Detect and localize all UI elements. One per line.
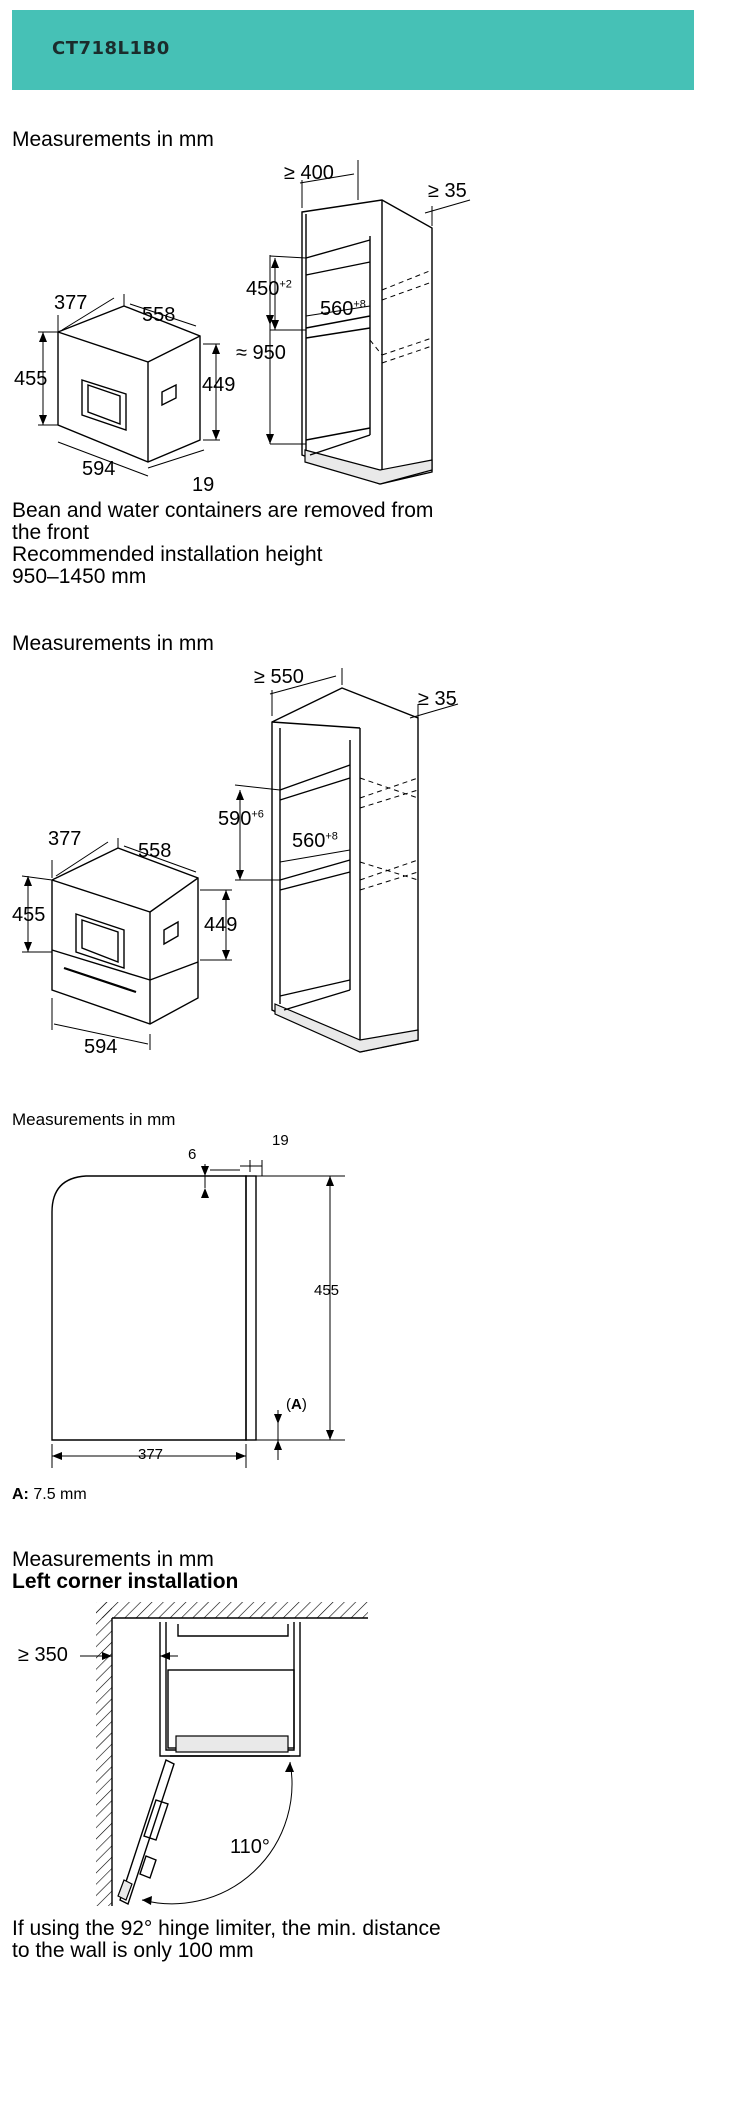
s1-height-total: ≈ 950 [236,342,286,364]
header-bar: CT718L1B0 [12,10,694,90]
section1-cabinet [301,199,433,485]
s3-depth: 377 [138,1446,164,1463]
s3-top-offset: 6 [188,1146,197,1163]
section1-heading: Measurements in mm [12,128,214,151]
section4-open-door [117,1759,175,1905]
s1-device-height: 455 [14,368,48,390]
s1-gap-right: ≥ 35 [428,180,467,202]
s2-gap-right: ≥ 35 [418,688,457,710]
s2-device-height: 455 [12,904,46,926]
s2-device-width-top: 558 [138,840,172,862]
s2-niche-height: 590+6 [218,808,264,830]
s4-note-line: If using the 92° hinge limiter, the min.… [12,1917,441,1940]
s3-footnote-value: 7.5 mm [33,1486,87,1503]
s1-note-line: the front [12,521,90,544]
s4-note: If using the 92° hinge limiter, the min.… [12,1918,441,1962]
section4-appliance-top-view [159,1622,301,1757]
section4-subheading: Left corner installation [12,1570,239,1593]
s1-note-line: 950–1450 mm [12,565,147,588]
s2-device-width: 594 [84,1036,118,1058]
s1-note-line: Recommended installation height [12,543,323,566]
s1-niche-height: 450+2 [246,278,292,300]
s1-device-width-top: 558 [142,304,176,326]
s1-device-body-height: 449 [202,374,236,396]
s1-niche-depth: 560+8 [320,298,366,320]
s1-width-top: ≥ 400 [284,162,334,184]
s2-device-depth: 377 [48,828,82,850]
s4-wall-gap: ≥ 350 [18,1644,68,1666]
s1-note-line: Bean and water containers are removed fr… [12,499,434,522]
section3-side-view [51,1175,257,1441]
section3-heading: Measurements in mm [12,1110,176,1129]
s3-footnote-key: A: [12,1486,29,1503]
s1-front-thickness: 19 [192,474,215,496]
product-code: CT718L1B0 [52,38,170,59]
section4-heading: Measurements in mm [12,1548,214,1571]
section2-cabinet [271,687,419,1053]
s4-angle: 110° [230,1836,270,1858]
s2-width-top: ≥ 550 [254,666,304,688]
s1-device-depth: 377 [54,292,88,314]
s2-niche-depth: 560+8 [292,830,338,852]
s3-label-a: (A) [286,1396,307,1413]
section4-wall [96,1602,368,1906]
s3-front-thickness: 19 [272,1132,289,1149]
s4-note-line: to the wall is only 100 mm [12,1939,254,1962]
s3-height: 455 [314,1282,340,1299]
s1-device-width: 594 [82,458,116,480]
s1-note: Bean and water containers are removed fr… [12,500,433,588]
section2-heading: Measurements in mm [12,632,214,655]
s2-device-body-height: 449 [204,914,238,936]
s3-footnote: A: 7.5 mm [12,1486,87,1504]
